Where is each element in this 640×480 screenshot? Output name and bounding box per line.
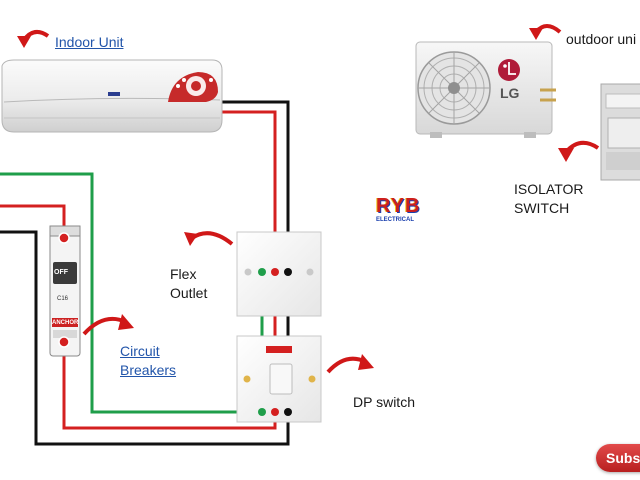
- curved-arrow-icon: [17, 29, 50, 48]
- circuit-breaker: [49, 225, 81, 357]
- earth-wire-supply: [0, 172, 262, 414]
- flex-outlet: [236, 231, 322, 317]
- phase-wire-to-indoor: [221, 110, 277, 272]
- neutral-wire-to-indoor: [221, 100, 290, 272]
- circuit-breakers-label-line1: Circuit: [120, 343, 160, 359]
- logo-text: RYB: [376, 195, 421, 217]
- curved-arrow-icon: [326, 354, 374, 374]
- isolator-label-line2: SWITCH: [514, 200, 570, 216]
- curved-arrow-icon: [558, 140, 600, 162]
- dp-switch-label: DP switch: [353, 394, 415, 410]
- flex-outlet-label-line1: Flex: [170, 266, 197, 282]
- circuit-breakers-label-line2: Breakers: [120, 362, 177, 378]
- outdoor-brand: LG: [500, 85, 520, 101]
- indoor-unit: [1, 59, 223, 133]
- curved-arrow-icon: [82, 314, 134, 336]
- dp-switch: [236, 335, 322, 423]
- flex-outlet-label-line2: Outlet: [170, 285, 208, 301]
- isolator-switch: [600, 83, 640, 181]
- logo-subtext: ELECTRICAL: [376, 217, 414, 223]
- isolator-label-line1: ISOLATOR: [514, 181, 584, 197]
- neutral-wire-supply: [0, 230, 290, 446]
- breaker-rating: C16: [57, 296, 69, 302]
- indoor-unit-label: Indoor Unit: [55, 34, 124, 50]
- ryb-electrical-logo: RYB ELECTRICAL: [376, 196, 436, 224]
- outdoor-unit-label: outdoor uni: [566, 31, 637, 47]
- curved-arrow-icon: [184, 231, 234, 246]
- curved-arrow-icon: [529, 24, 562, 40]
- subscribe-button[interactable]: Subsc: [596, 444, 640, 472]
- breaker-off-text: OFF: [54, 269, 68, 276]
- breaker-brand: ANCHOR: [52, 320, 79, 326]
- outdoor-unit: [415, 41, 556, 138]
